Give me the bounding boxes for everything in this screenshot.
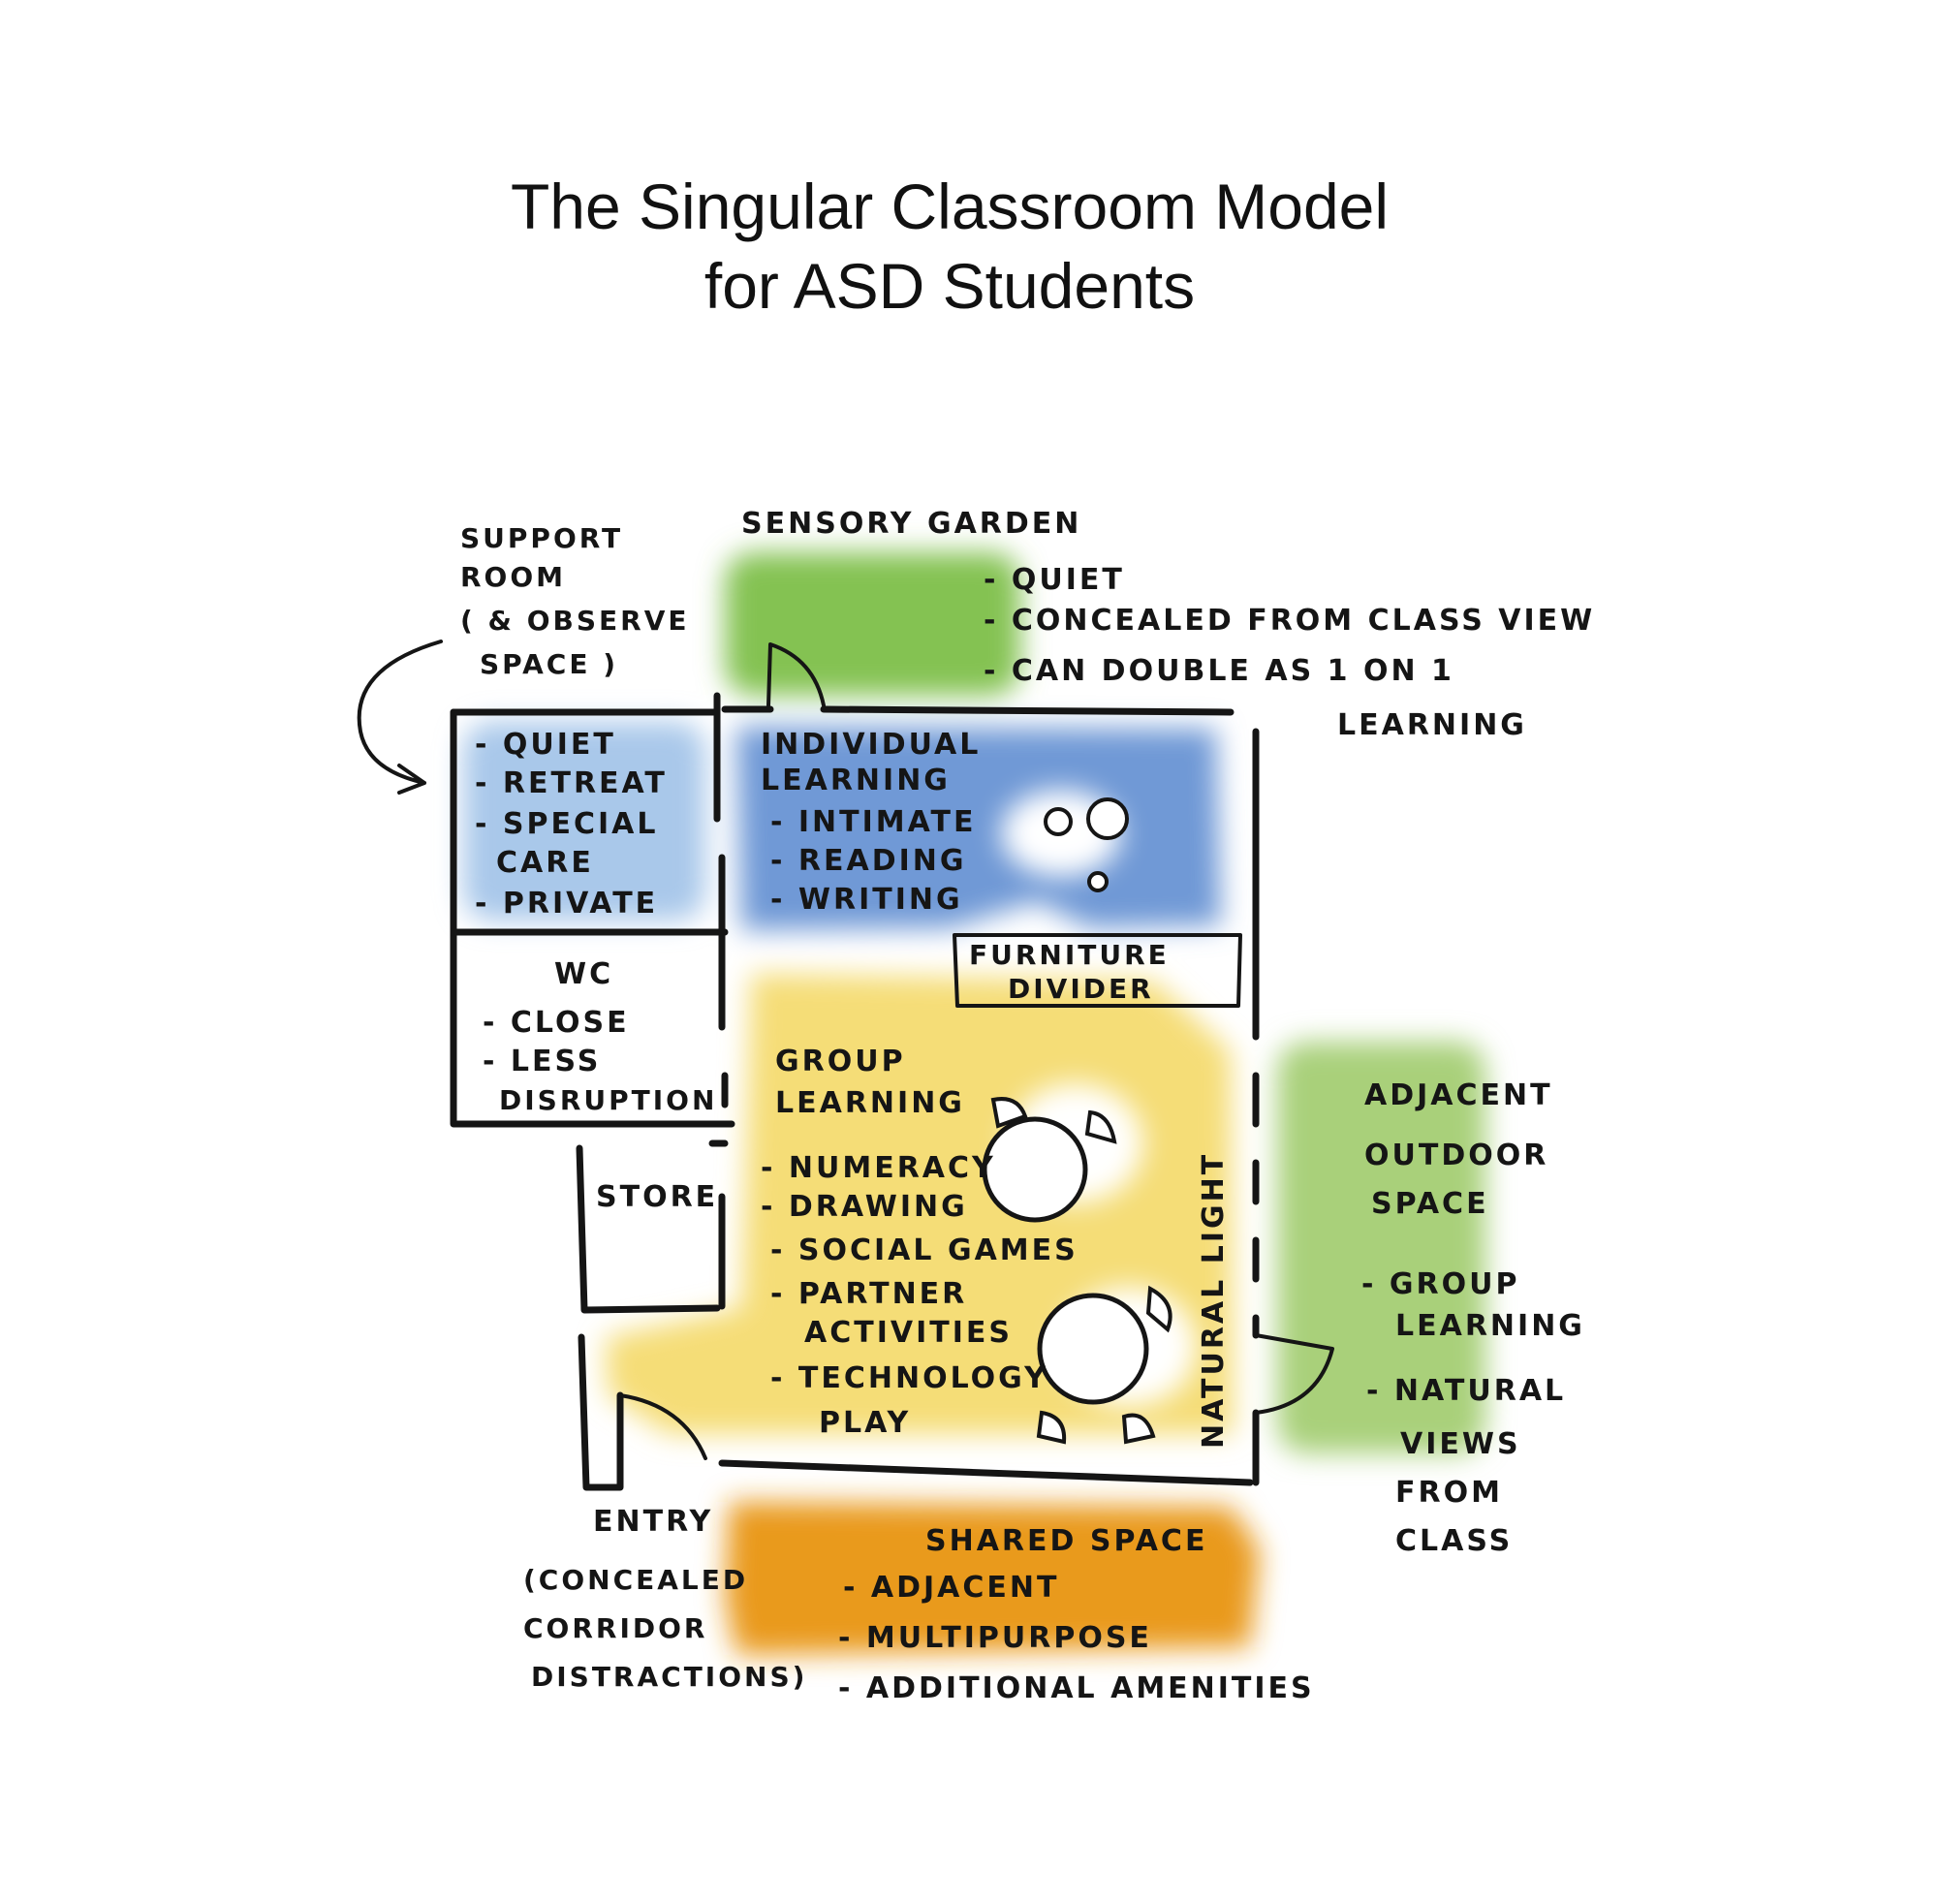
sensory-garden-note: - CAN DOUBLE AS 1 ON 1 (984, 654, 1454, 688)
door-swing-icon (1254, 1333, 1334, 1415)
chair-icon (1044, 807, 1073, 836)
support-room-note: CARE (496, 846, 594, 880)
group-learning-note: - PARTNER (770, 1277, 967, 1311)
wc-note: DISRUPTION (499, 1084, 717, 1116)
adjacent-outdoor-label: OUTDOOR (1364, 1139, 1548, 1172)
adjacent-outdoor-label: ADJACENT (1364, 1078, 1553, 1112)
group-learning-note: - TECHNOLOGY (770, 1361, 1048, 1395)
left-partition-wall (713, 692, 729, 1108)
adjacent-outdoor-note: VIEWS (1400, 1427, 1521, 1461)
shared-space-note: - ADJACENT (843, 1571, 1059, 1605)
diagram-title-line2: for ASD Students (704, 250, 1195, 322)
group-learning-note: - SOCIAL GAMES (770, 1233, 1078, 1267)
chair-icon (1084, 1109, 1117, 1144)
adjacent-outdoor-note: LEARNING (1395, 1309, 1585, 1343)
adjacent-outdoor-note: - GROUP (1361, 1267, 1519, 1301)
group-learning-label: GROUP (775, 1045, 906, 1078)
support-room-zone (463, 722, 705, 921)
group-learning-note: - NUMERACY (761, 1151, 996, 1185)
chair-icon (1036, 1410, 1067, 1445)
group-learning-label: LEARNING (775, 1086, 965, 1120)
chair-icon (1121, 1413, 1156, 1445)
adjacent-outdoor-zone (1277, 1042, 1485, 1453)
curved-arrow-icon (357, 640, 443, 795)
shared-space-note: - ADDITIONAL AMENITIES (838, 1671, 1315, 1705)
chair-icon (1145, 1285, 1172, 1333)
chair-icon (1087, 871, 1109, 892)
door-swing-icon (618, 1393, 707, 1460)
entry-label: ENTRY (593, 1505, 713, 1539)
individual-learning-label: INDIVIDUAL (761, 728, 981, 762)
door-swing-icon (766, 642, 826, 707)
group-learning-note: PLAY (819, 1406, 911, 1440)
store-outline (576, 1139, 729, 1314)
sensory-garden-note: - QUIET (984, 563, 1125, 597)
wc-note: - LESS (483, 1045, 601, 1078)
store-label: STORE (596, 1180, 718, 1214)
entry-walls (578, 1333, 624, 1491)
group-learning-note: ACTIVITIES (804, 1316, 1013, 1350)
adjacent-outdoor-note: FROM (1395, 1476, 1503, 1510)
support-room-label: ( & OBSERVE (460, 605, 690, 637)
sensory-garden-label: SENSORY GARDEN (741, 507, 1081, 541)
support-room-note: - QUIET (475, 728, 616, 762)
shared-space-label: SHARED SPACE (925, 1524, 1207, 1558)
support-room-note: - SPECIAL (475, 807, 659, 841)
round-table-icon (982, 1116, 1088, 1223)
furniture-divider-box (953, 933, 1242, 1008)
entry-note: DISTRACTIONS) (531, 1661, 807, 1693)
adjacent-outdoor-label: SPACE (1371, 1187, 1489, 1221)
natural-light-label: NATURAL LIGHT (1197, 1152, 1231, 1449)
classroom-bottom-wall (718, 1459, 1254, 1486)
individual-learning-note: - WRITING (770, 883, 963, 917)
entry-note: CORRIDOR (523, 1612, 708, 1644)
adjacent-outdoor-note: CLASS (1395, 1524, 1513, 1558)
support-wc-outline (450, 708, 735, 1128)
individual-learning-note: - INTIMATE (770, 805, 977, 839)
support-room-label: SUPPORT (460, 522, 623, 554)
support-room-note: - PRIVATE (475, 887, 658, 921)
shared-space-zone (725, 1502, 1260, 1655)
sensory-garden-note: LEARNING (1337, 708, 1527, 742)
diagram-title-line1: The Singular Classroom Model (511, 171, 1389, 242)
wc-label: WC (554, 957, 613, 991)
furniture-divider-label: FURNITURE (969, 939, 1170, 971)
chair-icon (990, 1097, 1028, 1129)
furniture-divider-label: DIVIDER (1008, 973, 1154, 1005)
chair-icon (1086, 797, 1129, 840)
support-room-label: SPACE ) (480, 648, 618, 680)
shared-space-note: - MULTIPURPOSE (838, 1621, 1152, 1655)
classroom-top-wall (721, 705, 1235, 716)
round-table-icon (1037, 1293, 1149, 1405)
wc-note: - CLOSE (483, 1006, 630, 1040)
support-room-note: - RETREAT (475, 766, 668, 800)
group-learning-note: - DRAWING (761, 1190, 968, 1224)
individual-learning-note: - READING (770, 844, 967, 878)
adjacent-outdoor-note: - NATURAL (1366, 1374, 1566, 1408)
support-room-label: ROOM (460, 561, 566, 593)
entry-note: (CONCEALED (523, 1564, 748, 1596)
individual-learning-label: LEARNING (761, 764, 951, 797)
sensory-garden-note: - CONCEALED FROM CLASS VIEW (984, 604, 1595, 638)
